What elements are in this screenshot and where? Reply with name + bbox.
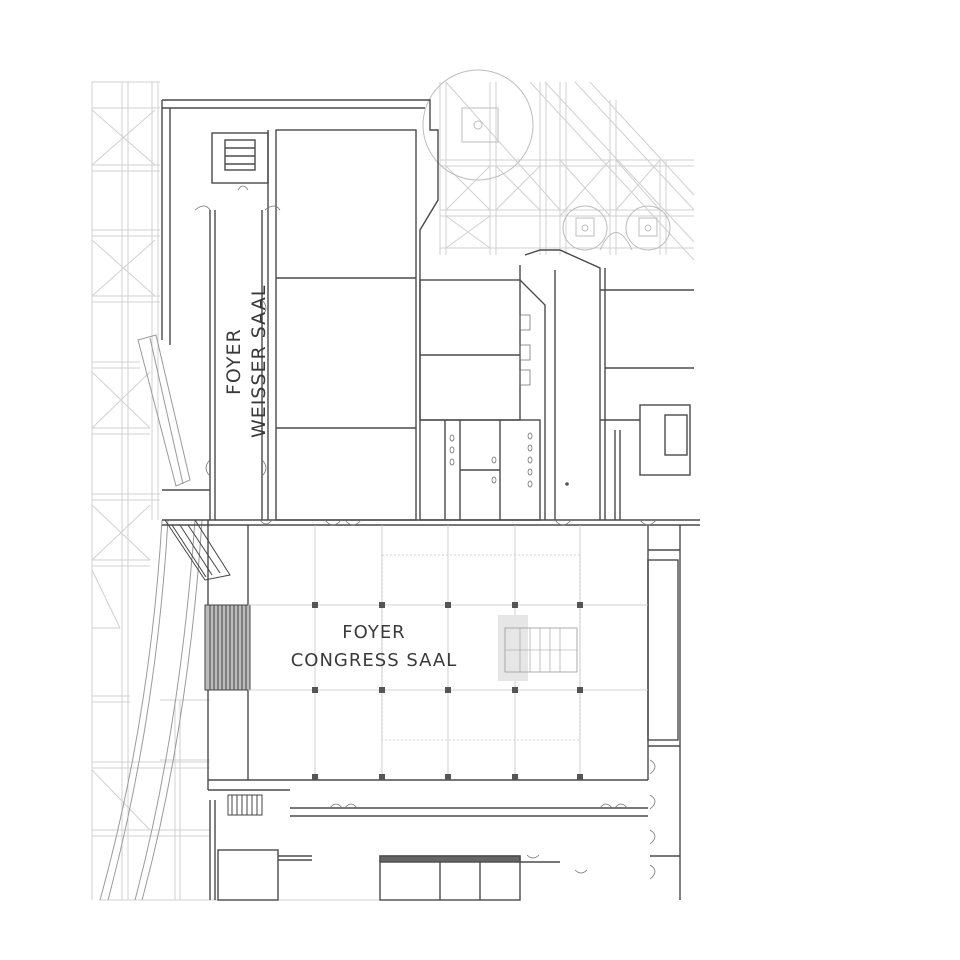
label-foyer-congress-saal-line1: FOYER bbox=[342, 622, 405, 643]
site-grid bbox=[91, 81, 695, 901]
label-foyer-weisser-saal-line1: FOYER bbox=[223, 328, 245, 395]
restroom-fixtures bbox=[449, 314, 533, 488]
plaza-circles bbox=[422, 69, 671, 251]
central-staircase bbox=[498, 615, 578, 681]
door-swings bbox=[194, 185, 657, 880]
label-foyer-weisser-saal-line2: WEISSER SAAL bbox=[248, 285, 270, 438]
columns bbox=[312, 482, 583, 780]
staircase-left bbox=[164, 519, 263, 816]
curved-ramp bbox=[99, 334, 203, 901]
label-foyer-congress-saal-line2: CONGRESS SAAL bbox=[291, 650, 458, 671]
building-walls bbox=[161, 99, 700, 901]
